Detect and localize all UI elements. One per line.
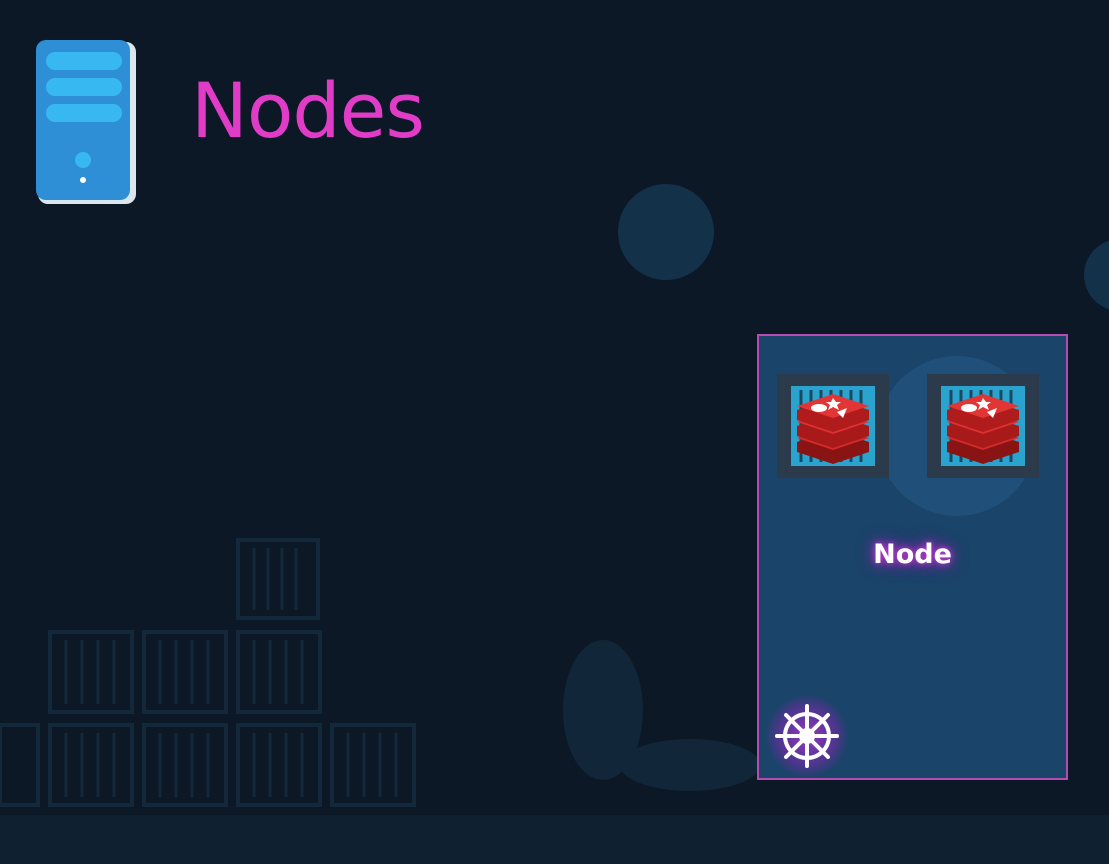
bg-ground — [0, 815, 1109, 864]
node-box: Node — [757, 334, 1068, 780]
redis-container-icon — [777, 374, 889, 478]
bg-bubble — [1084, 240, 1109, 310]
kubernetes-helm-icon — [765, 694, 849, 778]
bg-container-ribs — [64, 548, 398, 797]
slide-title: Nodes — [191, 66, 425, 155]
redis-container-icon — [927, 374, 1039, 478]
bg-bubble — [618, 184, 714, 280]
server-icon — [36, 40, 136, 204]
bg-container-stack — [0, 538, 416, 807]
bg-fin — [620, 739, 760, 791]
bg-fin — [563, 640, 643, 780]
node-label: Node — [873, 539, 952, 570]
